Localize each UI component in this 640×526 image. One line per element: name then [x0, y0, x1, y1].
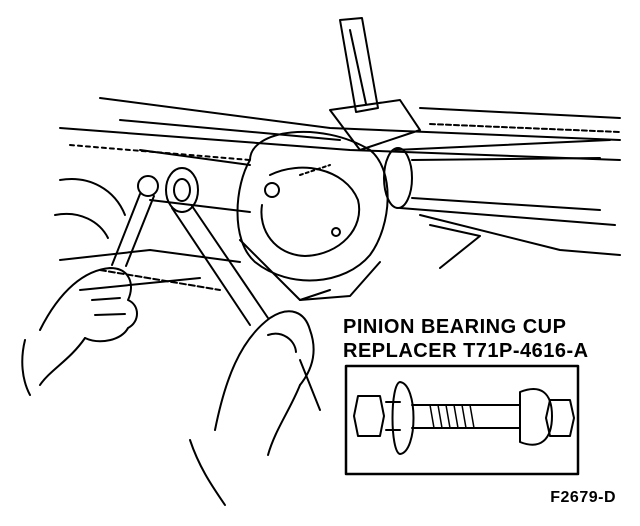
figure-code: F2679-D	[550, 489, 616, 506]
tool-inset	[344, 364, 580, 476]
differential-housing	[236, 130, 389, 301]
suspension-strut	[329, 17, 421, 151]
axle-tube	[383, 139, 621, 269]
tool-name-line-1: PINION BEARING CUP	[343, 316, 567, 338]
frame-rails	[59, 97, 621, 161]
torque-wrench	[111, 167, 269, 326]
pinion-yoke	[54, 149, 251, 291]
tool-name-line-2: REPLACER T71P-4616-A	[343, 340, 589, 362]
left-hand	[21, 267, 138, 396]
right-hand	[189, 310, 321, 506]
